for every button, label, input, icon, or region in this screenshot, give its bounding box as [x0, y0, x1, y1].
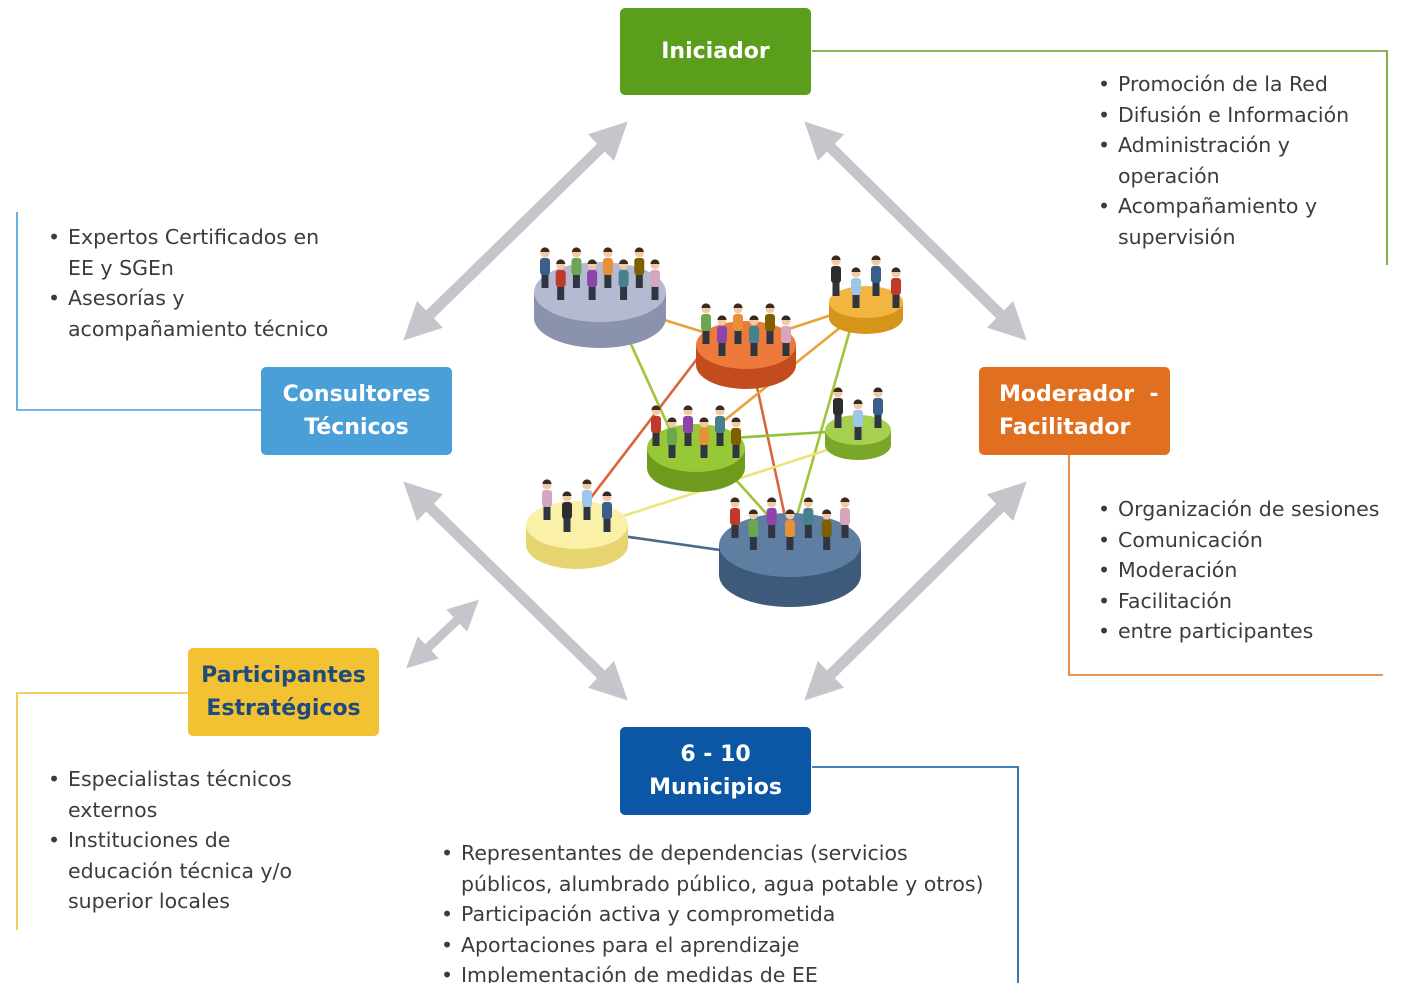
person-figure: [701, 303, 711, 344]
person-figure: [873, 387, 883, 428]
list-item: Facilitación: [1098, 586, 1398, 617]
person-figure: [871, 255, 881, 296]
role-municipios-line-1: 6 - 10: [680, 742, 751, 767]
arrow-iniciador-consultores: [403, 121, 628, 341]
person-figure: [803, 497, 814, 538]
arrow-moderador-municipios: [804, 481, 1027, 701]
platform-lavender: [534, 262, 666, 348]
person-figure: [766, 497, 777, 538]
list-item: Aportaciones para el aprendizaje: [441, 930, 1001, 961]
person-figure: [831, 255, 841, 296]
person-figure: [731, 417, 741, 458]
list-item: Especialistas técnicos externos: [48, 764, 308, 825]
arrow-consultores-municipios: [403, 481, 628, 701]
person-figure: [733, 303, 743, 344]
role-consultores-box: Consultores Técnicos: [261, 367, 452, 455]
list-item: Implementación de medidas de EE: [441, 960, 1001, 983]
people-figures: [540, 247, 901, 550]
list-item: Promoción de la Red: [1098, 69, 1373, 100]
role-participantes-line-1: Participantes: [201, 663, 366, 688]
list-item: Asesorías y acompañamiento técnico: [48, 283, 353, 344]
person-figure: [618, 259, 629, 300]
list-item: Comunicación: [1098, 525, 1398, 556]
platform-amber: [829, 286, 903, 334]
list-item: Moderación: [1098, 555, 1398, 586]
role-iniciador-line-1: Iniciador: [661, 39, 770, 64]
arrow-participantes-network: [406, 599, 479, 669]
person-figure: [781, 315, 791, 356]
person-figure: [571, 247, 582, 288]
person-figure: [650, 259, 660, 300]
list-item: Acompañamiento y supervisión: [1098, 191, 1348, 252]
arrow-iniciador-moderador: [804, 121, 1027, 341]
person-figure: [853, 399, 863, 440]
municipios-bullets: Representantes de dependencias (servicio…: [441, 838, 1001, 983]
person-figure: [840, 497, 850, 538]
consultores-connector: [16, 212, 262, 411]
person-figure: [683, 405, 693, 446]
iniciador-bullets: Promoción de la Red Difusión e Informaci…: [1098, 69, 1373, 252]
person-figure: [891, 267, 901, 308]
role-moderador-line-2: Facilitador: [999, 415, 1131, 440]
person-figure: [667, 417, 677, 458]
moderador-bullets: Organización de sesiones Comunicación Mo…: [1098, 494, 1398, 647]
consultores-bullets: Expertos Certificados en EE y SGEn Aseso…: [48, 222, 348, 344]
role-consultores-line-1: Consultores: [282, 382, 431, 407]
municipios-connector: [812, 766, 1019, 983]
person-figure: [542, 479, 552, 520]
role-municipios-box: 6 - 10 Municipios: [620, 727, 811, 815]
person-figure: [602, 491, 612, 532]
list-item: Participación activa y comprometida: [441, 899, 1001, 930]
list-item: Expertos Certificados en EE y SGEn: [48, 222, 336, 283]
role-moderador-box: Moderador - Facilitador: [979, 367, 1170, 455]
role-moderador-line-1: Moderador -: [999, 382, 1159, 407]
person-figure: [699, 417, 709, 458]
list-item: entre participantes: [1098, 616, 1398, 647]
person-figure: [748, 509, 759, 550]
iniciador-connector: [812, 50, 1388, 265]
person-figure: [582, 479, 592, 520]
person-figure: [833, 387, 843, 428]
moderador-connector: [1068, 455, 1383, 676]
participantes-connector: [16, 692, 188, 930]
person-figure: [587, 259, 598, 300]
person-figure: [717, 315, 727, 356]
role-iniciador-box: Iniciador: [620, 8, 811, 95]
role-municipios-line-2: Municipios: [649, 775, 782, 800]
list-item: Organización de sesiones: [1098, 494, 1398, 525]
list-item: Difusión e Información: [1098, 100, 1373, 131]
person-figure: [562, 491, 572, 532]
person-figure: [602, 247, 613, 288]
person-figure: [821, 509, 832, 550]
person-figure: [540, 247, 550, 288]
platform-green: [647, 424, 745, 492]
list-item: Instituciones de educación técnica y/o s…: [48, 825, 316, 917]
role-participantes-box: Participantes Estratégicos: [188, 648, 379, 736]
platform-yellow: [526, 501, 628, 569]
participantes-bullets: Especialistas técnicos externos Instituc…: [48, 764, 318, 917]
person-figure: [634, 247, 645, 288]
person-figure: [851, 267, 861, 308]
person-figure: [555, 259, 566, 300]
person-figure: [785, 509, 795, 550]
list-item: Administración y operación: [1098, 130, 1308, 191]
person-figure: [749, 315, 759, 356]
role-consultores-line-2: Técnicos: [304, 415, 409, 440]
person-figure: [765, 303, 775, 344]
role-participantes-line-2: Estratégicos: [206, 696, 361, 721]
person-figure: [730, 497, 740, 538]
person-figure: [715, 405, 725, 446]
person-figure: [651, 405, 661, 446]
list-item: Representantes de dependencias (servicio…: [441, 838, 1001, 899]
